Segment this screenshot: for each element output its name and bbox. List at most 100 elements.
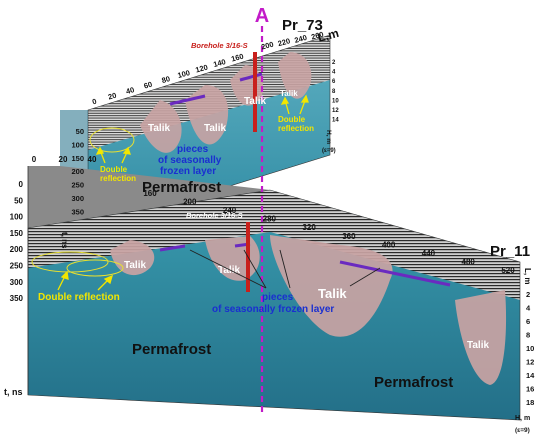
marker-a-label: A (255, 5, 269, 27)
pr11-frozen-piece-3 (339, 260, 451, 287)
pr73-time-tick: 350 (71, 207, 84, 216)
pr11-talik-zone-1 (110, 240, 155, 276)
pr11-distance-tick: 280 (263, 215, 277, 224)
pr11-distance-tick: 320 (302, 223, 316, 232)
pr73-talik-zone-1 (140, 100, 182, 153)
pr11-depth-tick: 14 (526, 371, 535, 380)
pr73-distance-tick: 0 (91, 97, 97, 107)
pr73-name: Pr_73 (282, 17, 323, 34)
pr73-depth-tick: 10 (332, 98, 339, 104)
pr11-talik-zone-3 (270, 235, 393, 337)
pr11-pieces-line2: of seasonally frozen layer (212, 304, 334, 315)
pr73-distance-tick: 220 (277, 36, 291, 48)
pr73-depth-tick: 14 (332, 118, 339, 124)
pr73-distance-tick: 160 (230, 52, 244, 64)
pr11-time-tick: 150 (10, 229, 24, 238)
pr73-talik-1: Talik (148, 123, 170, 134)
pr11-time-tick: 300 (10, 278, 24, 287)
pr73-pieces-line2: of seasonally (158, 155, 222, 166)
pr73-depth-axis-label: H, m (325, 130, 332, 144)
pr73-distance-tick: 40 (125, 85, 135, 96)
pr11-time-tick: 50 (14, 196, 23, 205)
pr73-distance-tick: 20 (107, 91, 117, 102)
pr11-permafrost-2: Permafrost (374, 374, 453, 391)
pr73-depth-unit: (ε=9) (322, 148, 336, 154)
pr11-frozen-arrows (189, 249, 381, 289)
pr73-depth-tick: 2 (332, 60, 336, 66)
pr73-borehole-label: Borehole 3/16-S (191, 41, 248, 50)
pr11-reflection-band (28, 190, 520, 300)
pr73-time-tick: 250 (71, 181, 84, 190)
pr73-permafrost: Permafrost (142, 179, 221, 196)
pr11-name: Pr_11 (490, 243, 530, 260)
pr11-depth-tick: 12 (526, 358, 534, 367)
pr73-time-tick: 300 (71, 194, 84, 203)
pr11-distance-tick: 480 (462, 257, 476, 266)
pr11-depth-tick: 8 (526, 331, 530, 340)
pr73-distance-tick: 80 (161, 74, 171, 85)
pr11-distance-tick: 0 (32, 155, 37, 164)
pr11-depth-tick: 16 (526, 385, 534, 394)
pr11-annotation-arrows (57, 270, 114, 291)
pr73-depth-tick: 12 (332, 108, 339, 114)
pr11-depth-tick: 18 (526, 398, 534, 407)
pr11-depth-tick: 10 (526, 344, 534, 353)
pr11-time-tick: 350 (10, 294, 24, 303)
pr11-talik-2: Talik (218, 265, 240, 276)
pr73-distance-tick: 200 (260, 40, 274, 52)
profile-pr11 (27, 166, 521, 421)
pr11-distance-tick: 440 (422, 249, 436, 258)
pr73-talik-2: Talik (204, 123, 226, 134)
pr11-double-reflection-ellipse-2 (66, 259, 124, 277)
pr73-frozen-piece-2 (239, 72, 263, 82)
pr11-permafrost-1: Permafrost (132, 341, 211, 358)
pr11-depth-tick: 4 (526, 304, 531, 313)
pr73-frozen-piece-1 (169, 94, 206, 106)
pr11-time-tick: 0 (19, 180, 24, 189)
pr11-distance-tick: 360 (342, 232, 356, 241)
pr11-talik-3: Talik (318, 286, 347, 301)
pr11-borehole-label: Borehole 3/16-S (186, 211, 243, 220)
pr11-time-tick: 250 (10, 262, 24, 271)
pr11-depth-axis-label: H, m (515, 415, 530, 422)
pr73-borehole (253, 52, 257, 132)
pr11-frozen-piece-1 (159, 244, 186, 252)
pr11-surface-top (28, 166, 270, 228)
pr11-pieces-line1: pieces (262, 292, 294, 303)
pr73-distance-tick: 240 (293, 33, 307, 45)
pr11-depth-unit: (ε=9) (515, 427, 530, 434)
pr73-time-tick: 150 (71, 154, 84, 163)
pr73-talik-4: Talik (280, 89, 298, 98)
pr11-depth-tick: 6 (526, 317, 530, 326)
pr73-time-tick: 100 (71, 140, 84, 149)
pr11-time-axis-label: t, ns (4, 387, 23, 397)
pr11-time-tick: 100 (10, 213, 24, 222)
pr73-time-tick: 50 (76, 127, 84, 136)
pr73-time-tick: 200 (71, 167, 84, 176)
pr11-distance-tick: 520 (501, 266, 515, 275)
pr11-talik-1: Talik (124, 260, 146, 271)
pr73-depth-tick: 4 (332, 70, 336, 76)
pr11-depth-ticks: 2 4 6 8 10 12 14 16 18 (526, 290, 535, 407)
pr73-distance-tick: 120 (194, 63, 208, 75)
pr73-distance-tick: 260 (310, 30, 324, 42)
pr73-annotation-arrows (95, 94, 309, 164)
pr73-depth-tick: 8 (332, 89, 336, 95)
pr73-distance-tick: 60 (143, 80, 153, 91)
pr73-time-axis-label: t, ns (60, 232, 69, 249)
pr11-length-label: L, m (523, 268, 532, 284)
pr73-length-label: L,m (316, 26, 340, 45)
pr11-depth-tick: 2 (526, 290, 530, 299)
pr11-distance-tick: 20 (59, 155, 68, 164)
pr11-talik-zone-4 (455, 290, 507, 385)
pr73-distance-tick: 100 (177, 68, 191, 80)
pr11-double-reflection: Double reflection (38, 292, 120, 303)
pr11-distance-tick: 200 (183, 198, 197, 207)
